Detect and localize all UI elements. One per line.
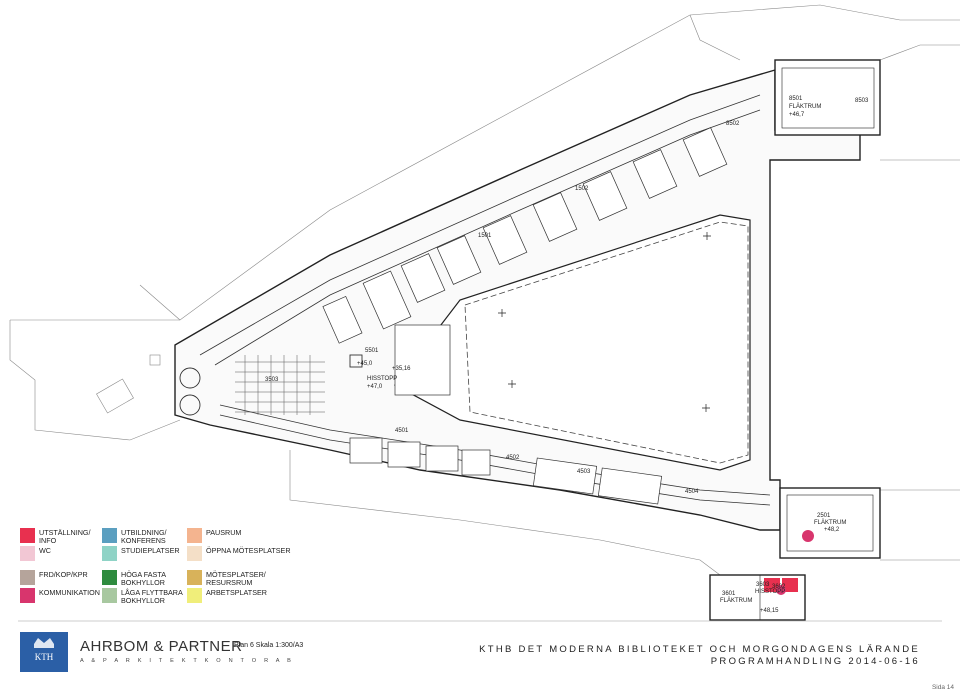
room-2501-type: FLÄKTRUM [814, 519, 846, 526]
legend-item: WC [20, 546, 51, 561]
stair-marker [776, 585, 786, 595]
legend-swatch [20, 588, 35, 603]
legend-swatch [102, 528, 117, 543]
footer-divider [18, 620, 942, 622]
legend-swatch [102, 546, 117, 561]
legend-label: HÖGA FASTA BOKHYLLOR [121, 570, 166, 587]
legend-item: KOMMUNIKATION [20, 588, 100, 603]
legend-label: FRD/KOP/KPR [39, 570, 88, 579]
room-5501: 5501 [365, 348, 379, 354]
level-3516: +35,16 [392, 366, 411, 372]
page-number: Sida 14 [931, 684, 954, 691]
crown-icon: KTH [34, 638, 54, 662]
fan-room-east [779, 487, 881, 559]
legend-item: MÖTESPLATSER/ RESURSRUM [187, 570, 266, 587]
room-3603-lift: HISSTOPP [755, 589, 785, 595]
legend-item: ARBETSPLATSER [187, 588, 267, 603]
legend-label: STUDIEPLATSER [121, 546, 180, 555]
room-3603: 3603 [756, 582, 770, 588]
legend-swatch [20, 546, 35, 561]
kth-logo: KTH [20, 632, 68, 672]
logo-text: KTH [35, 652, 54, 662]
legend-label: KOMMUNIKATION [39, 588, 100, 597]
room-4503: 4503 [577, 469, 591, 475]
room-1502: 1502 [575, 186, 589, 192]
room-8502: 8502 [726, 121, 740, 127]
courtyard-dashed [464, 221, 749, 464]
surrounding-context [9, 4, 960, 576]
lift-top-level: +47,0 [367, 384, 383, 390]
legend-item: UTSTÄLLNING/ INFO [20, 528, 91, 545]
legend-swatch [102, 570, 117, 585]
legend-label: UTSTÄLLNING/ INFO [39, 528, 91, 545]
level-45: +45,0 [357, 361, 373, 367]
room-4504: 4504 [685, 489, 699, 495]
legend-swatch [102, 588, 117, 603]
legend-item: UTBILDNING/ KONFERENS [102, 528, 167, 545]
legend-label: ARBETSPLATSER [206, 588, 267, 597]
legend-item: PAUSRUM [187, 528, 241, 543]
lift-marker [764, 578, 780, 592]
room-4501: 4501 [395, 428, 409, 434]
room-8501: 8501 [789, 96, 803, 102]
legend-label: MÖTESPLATSER/ RESURSRUM [206, 570, 266, 587]
project-subtitle: PROGRAMHANDLING 2014-06-16 [710, 656, 920, 667]
legend-label: LÅGA FLYTTBARA BOKHYLLOR [121, 588, 183, 605]
legend-label: UTBILDNING/ KONFERENS [121, 528, 167, 545]
legend-label: WC [39, 546, 51, 555]
project-title: KTHB DET MODERNA BIBLIOTEKET OCH MORGOND… [479, 644, 920, 655]
legend-item: STUDIEPLATSER [102, 546, 180, 561]
inner-courtyard [394, 214, 751, 471]
legend-swatch [187, 528, 202, 543]
lift-top: HISSTOPP [367, 376, 397, 382]
communication-marker [802, 530, 814, 542]
fan-room-north [774, 59, 881, 136]
level-4815: +48,15 [760, 608, 779, 614]
legend-item: ÖPPNA MÖTESPLATSER [187, 546, 291, 561]
legend-swatch [187, 546, 202, 561]
crosshair-markers [498, 232, 711, 412]
legend-swatch [20, 528, 35, 543]
plan-scale: Plan 6 Skala 1:300/A3 [234, 642, 304, 649]
room-1501: 1501 [478, 233, 492, 239]
floor-plan: 1501 1502 8502 8501 FLÄKTRUM +46,7 8503 … [9, 4, 960, 621]
room-2501: 2501 [817, 513, 831, 519]
room-8501-level: +46,7 [789, 112, 805, 118]
room-8503: 8503 [855, 98, 869, 104]
colored-spaces [764, 530, 814, 595]
room-3601-type: FLÄKTRUM [720, 597, 752, 604]
stair-tower [179, 354, 363, 416]
room-3601: 3601 [722, 591, 736, 597]
firm-subtitle: A & P A R K I T E K T K O N T O R A B [80, 658, 295, 664]
firm-name: AHRBOM & PARTNER [80, 638, 243, 655]
corridor-lines [199, 94, 771, 506]
legend-item: HÖGA FASTA BOKHYLLOR [102, 570, 166, 587]
legend-swatch [187, 570, 202, 585]
legend-item: FRD/KOP/KPR [20, 570, 88, 585]
room-8501-type: FLÄKTRUM [789, 103, 821, 110]
room-3602: 3602 [772, 584, 786, 590]
legend-label: PAUSRUM [206, 528, 242, 537]
small-rooms [322, 127, 728, 505]
lift-marker-2 [782, 578, 798, 592]
legend: UTSTÄLLNING/ INFO UTBILDNING/ KONFERENS … [20, 528, 320, 610]
room-4502: 4502 [506, 455, 520, 461]
shelving-grid [235, 355, 325, 415]
legend-label: ÖPPNA MÖTESPLATSER [206, 546, 291, 555]
legend-item: LÅGA FLYTTBARA BOKHYLLOR [102, 588, 183, 605]
room-2501-level: +48,2 [824, 527, 840, 533]
legend-swatch [187, 588, 202, 603]
legend-swatch [20, 570, 35, 585]
room-3503: 3503 [265, 377, 279, 383]
